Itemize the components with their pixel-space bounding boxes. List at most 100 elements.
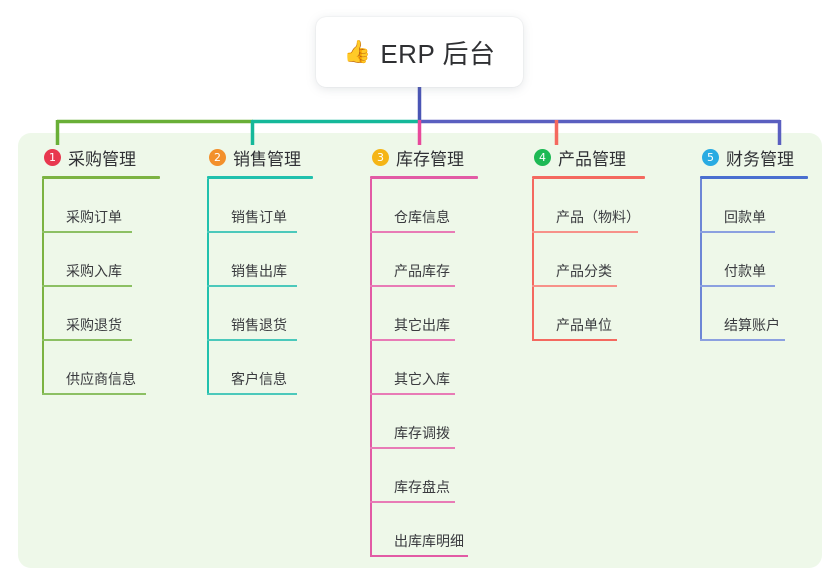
leaf-label: 库存调拨 xyxy=(394,425,450,441)
leaf-rule xyxy=(207,285,297,287)
branch-column-4: 4 产品管理 产品（物料） 产品分类 产品单位 xyxy=(532,145,702,341)
leaf-item[interactable]: 供应商信息 xyxy=(42,341,192,395)
leaf-item[interactable]: 采购订单 xyxy=(42,179,192,233)
leaf-rule xyxy=(700,339,785,341)
leaf-spine-3 xyxy=(370,179,372,557)
leaf-spine-1 xyxy=(42,179,44,395)
leaf-label: 回款单 xyxy=(724,209,766,225)
leaf-rule xyxy=(42,231,132,233)
leaf-label: 采购入库 xyxy=(66,263,122,279)
leaf-item[interactable]: 结算账户 xyxy=(700,287,839,341)
leaf-item[interactable]: 采购退货 xyxy=(42,287,192,341)
branch-title-3: 库存管理 xyxy=(396,149,464,169)
leaf-label: 产品分类 xyxy=(556,263,612,279)
leaf-rule xyxy=(700,285,775,287)
leaf-rule xyxy=(532,285,617,287)
leaf-item[interactable]: 产品（物料） xyxy=(532,179,702,233)
leaf-label: 出库库明细 xyxy=(394,533,464,549)
leaf-rule xyxy=(370,393,455,395)
leaf-rule xyxy=(370,285,455,287)
branch-column-1: 1 采购管理 采购订单 采购入库 采购退货 供应商信息 xyxy=(42,145,192,395)
leaf-label: 客户信息 xyxy=(231,371,287,387)
leaf-item[interactable]: 仓库信息 xyxy=(370,179,530,233)
leaf-rule xyxy=(370,339,455,341)
leaf-list-2: 销售订单 销售出库 销售退货 客户信息 xyxy=(207,179,357,395)
leaf-item[interactable]: 出库库明细 xyxy=(370,503,530,557)
leaf-item[interactable]: 产品分类 xyxy=(532,233,702,287)
leaf-item[interactable]: 销售订单 xyxy=(207,179,357,233)
leaf-rule xyxy=(207,393,297,395)
branch-title-1: 采购管理 xyxy=(68,149,136,169)
leaf-item[interactable]: 其它入库 xyxy=(370,341,530,395)
leaf-label: 付款单 xyxy=(724,263,766,279)
branch-header-2[interactable]: 2 销售管理 xyxy=(207,145,357,169)
leaf-item[interactable]: 库存盘点 xyxy=(370,449,530,503)
leaf-list-3: 仓库信息 产品库存 其它出库 其它入库 库存调拨 库存盘点 xyxy=(370,179,530,557)
root-node-card[interactable]: 👍 ERP 后台 xyxy=(316,17,523,87)
branch-header-5[interactable]: 5 财务管理 xyxy=(700,145,839,169)
leaf-item[interactable]: 采购入库 xyxy=(42,233,192,287)
leaf-rule xyxy=(370,231,455,233)
branch-header-1[interactable]: 1 采购管理 xyxy=(42,145,192,169)
leaf-rule xyxy=(700,231,775,233)
root-title-text: ERP 后台 xyxy=(380,38,496,69)
leaf-item[interactable]: 产品库存 xyxy=(370,233,530,287)
branch-badge-2: 2 xyxy=(209,148,226,166)
leaf-rule xyxy=(370,447,455,449)
leaf-item[interactable]: 其它出库 xyxy=(370,287,530,341)
branch-rule-1 xyxy=(42,176,160,179)
leaf-spine-5 xyxy=(700,179,702,341)
leaf-label: 采购退货 xyxy=(66,317,122,333)
leaf-spine-4 xyxy=(532,179,534,341)
leaf-label: 销售出库 xyxy=(231,263,287,279)
diagram-panel xyxy=(18,133,822,568)
leaf-list-4: 产品（物料） 产品分类 产品单位 xyxy=(532,179,702,341)
leaf-item[interactable]: 客户信息 xyxy=(207,341,357,395)
leaf-rule xyxy=(370,555,468,557)
leaf-rule xyxy=(532,231,638,233)
leaf-rule xyxy=(42,285,132,287)
leaf-rule xyxy=(370,501,455,503)
branch-rule-3 xyxy=(370,176,478,179)
leaf-item[interactable]: 销售退货 xyxy=(207,287,357,341)
leaf-item[interactable]: 库存调拨 xyxy=(370,395,530,449)
branch-rule-4 xyxy=(532,176,645,179)
branch-title-2: 销售管理 xyxy=(233,149,301,169)
branch-header-4[interactable]: 4 产品管理 xyxy=(532,145,702,169)
leaf-label: 产品库存 xyxy=(394,263,450,279)
leaf-label: 产品单位 xyxy=(556,317,612,333)
branch-badge-4: 4 xyxy=(534,148,551,166)
leaf-item[interactable]: 销售出库 xyxy=(207,233,357,287)
leaf-label: 结算账户 xyxy=(724,317,780,333)
leaf-spine-2 xyxy=(207,179,209,395)
branch-header-3[interactable]: 3 库存管理 xyxy=(370,145,530,169)
branch-column-2: 2 销售管理 销售订单 销售出库 销售退货 客户信息 xyxy=(207,145,357,395)
branch-badge-3: 3 xyxy=(372,148,389,166)
leaf-label: 其它出库 xyxy=(394,317,450,333)
leaf-label: 销售订单 xyxy=(231,209,287,225)
leaf-label: 销售退货 xyxy=(231,317,287,333)
leaf-rule xyxy=(42,339,132,341)
leaf-list-1: 采购订单 采购入库 采购退货 供应商信息 xyxy=(42,179,192,395)
branch-column-5: 5 财务管理 回款单 付款单 结算账户 xyxy=(700,145,839,341)
leaf-label: 仓库信息 xyxy=(394,209,450,225)
branch-rule-5 xyxy=(700,176,808,179)
leaf-label: 采购订单 xyxy=(66,209,122,225)
leaf-label: 库存盘点 xyxy=(394,479,450,495)
branch-rule-2 xyxy=(207,176,313,179)
leaf-label: 其它入库 xyxy=(394,371,450,387)
leaf-label: 产品（物料） xyxy=(556,209,640,225)
leaf-rule xyxy=(207,231,297,233)
branch-badge-5: 5 xyxy=(702,148,719,166)
leaf-rule xyxy=(532,339,617,341)
leaf-rule xyxy=(207,339,297,341)
leaf-item[interactable]: 产品单位 xyxy=(532,287,702,341)
root-node-title: 👍 ERP 后台 xyxy=(343,34,495,71)
leaf-label: 供应商信息 xyxy=(66,371,136,387)
branch-column-3: 3 库存管理 仓库信息 产品库存 其它出库 其它入库 库存调拨 xyxy=(370,145,530,557)
leaf-item[interactable]: 付款单 xyxy=(700,233,839,287)
leaf-item[interactable]: 回款单 xyxy=(700,179,839,233)
branch-title-4: 产品管理 xyxy=(558,149,626,169)
leaf-list-5: 回款单 付款单 结算账户 xyxy=(700,179,839,341)
